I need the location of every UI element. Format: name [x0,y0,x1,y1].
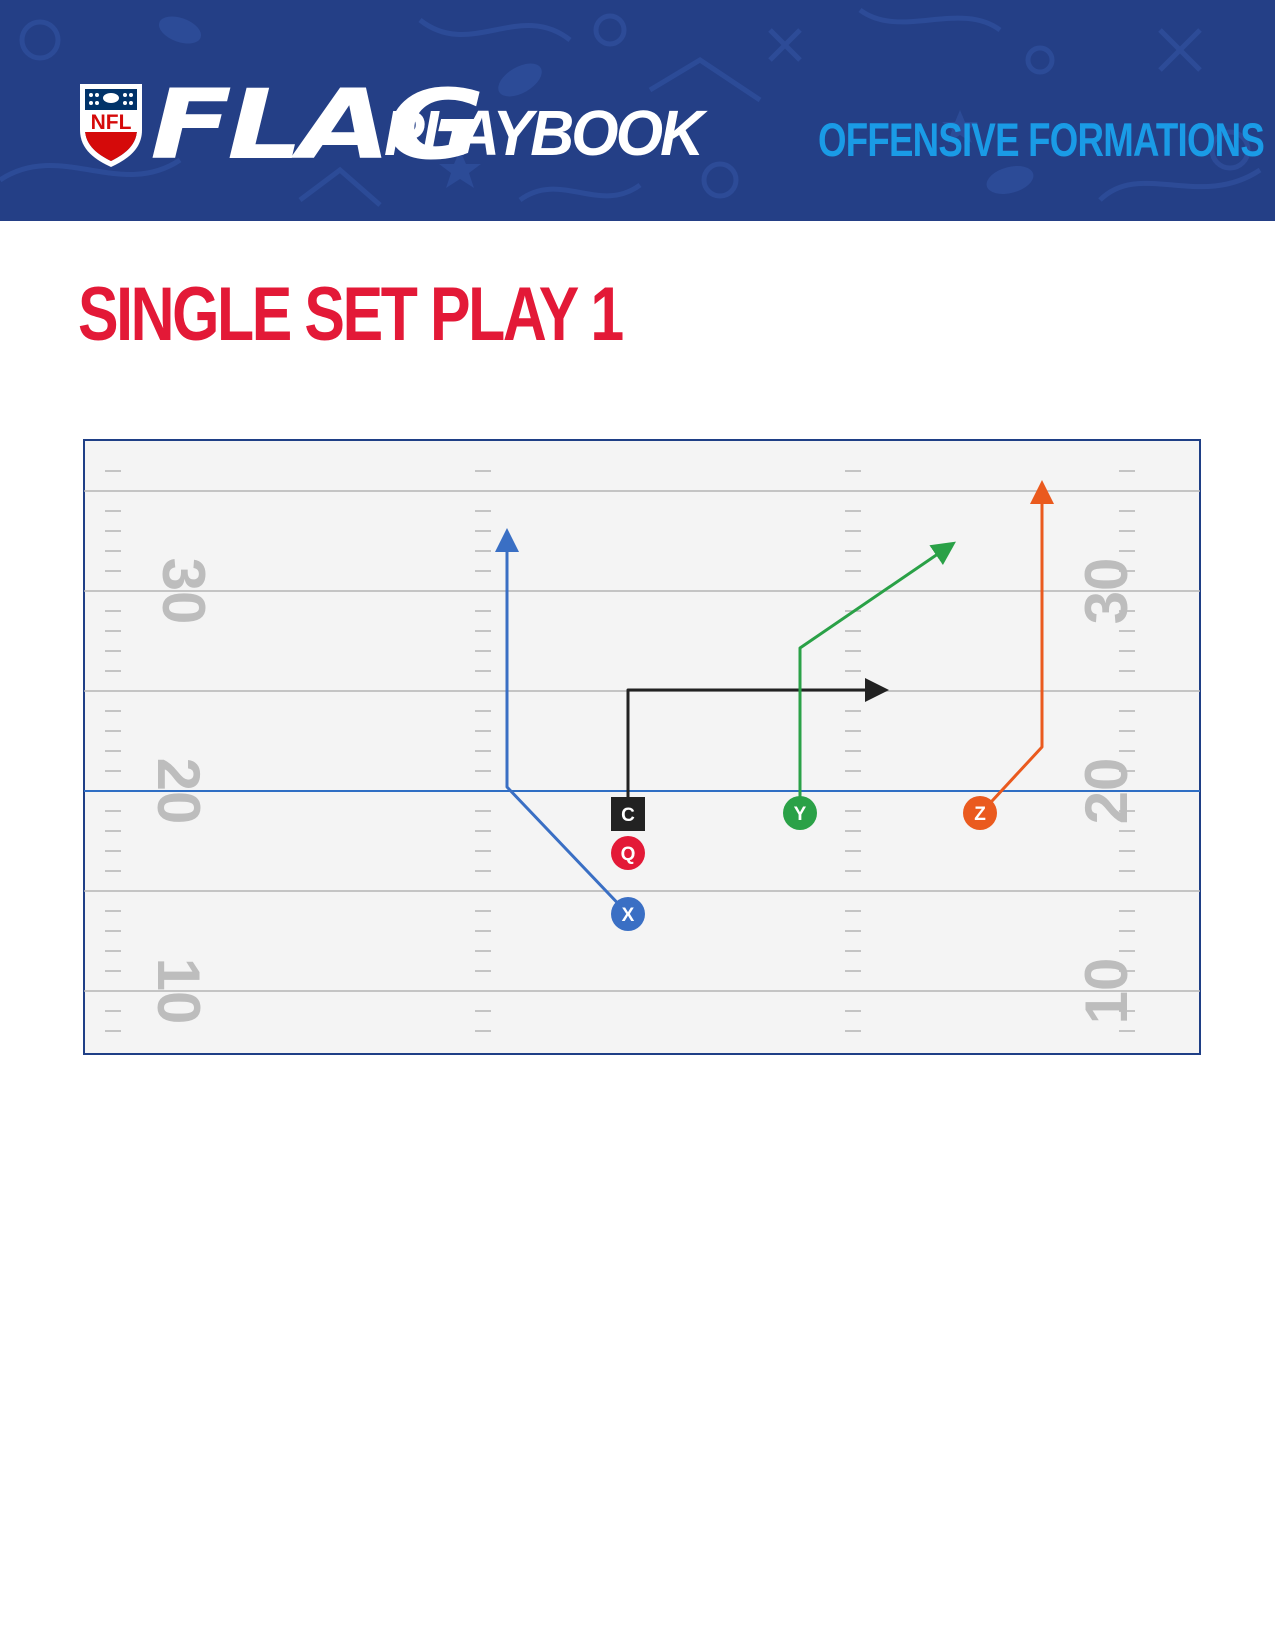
z-receiver-marker: Z [963,796,997,830]
play-diagram-field: 30 20 10 30 20 10 C Q X Y Z [83,439,1201,1055]
yard-number-right-30: 30 [1073,558,1140,625]
y-receiver-marker: Y [783,796,817,830]
nfl-logo-text: NFL [91,111,132,134]
yard-number-left-30: 30 [150,558,217,625]
playbook-wordmark: PLAYBOOK [384,97,704,169]
center-marker: C [611,797,645,831]
header-banner: NFL FLAG PLAYBOOK OFFENSIVE FORMATIONS [0,0,1275,221]
yard-lines [84,490,1200,992]
x-route [495,528,630,916]
quarterback-marker: Q [611,836,645,870]
hash-marks [105,470,1135,1032]
yard-number-right-10: 10 [1073,958,1140,1025]
c-route [626,678,889,809]
field-surface [83,439,1201,1055]
yard-number-left-20: 20 [145,758,212,825]
flag-wordmark: FLAG [150,69,485,181]
y-route [798,541,956,814]
z-route [978,480,1054,816]
section-title: OFFENSIVE FORMATIONS [818,113,1265,166]
x-receiver-marker: X [611,897,645,931]
center-label: C [621,805,635,826]
x-receiver-label: X [622,905,635,926]
z-receiver-label: Z [974,804,986,825]
y-receiver-label: Y [794,804,807,825]
header-pattern [0,7,1262,207]
nfl-shield-logo: NFL [80,84,142,167]
yard-number-left-10: 10 [145,958,212,1025]
page-title: SINGLE SET PLAY 1 [78,272,624,357]
yard-number-right-20: 20 [1073,758,1140,825]
quarterback-label: Q [621,844,636,865]
